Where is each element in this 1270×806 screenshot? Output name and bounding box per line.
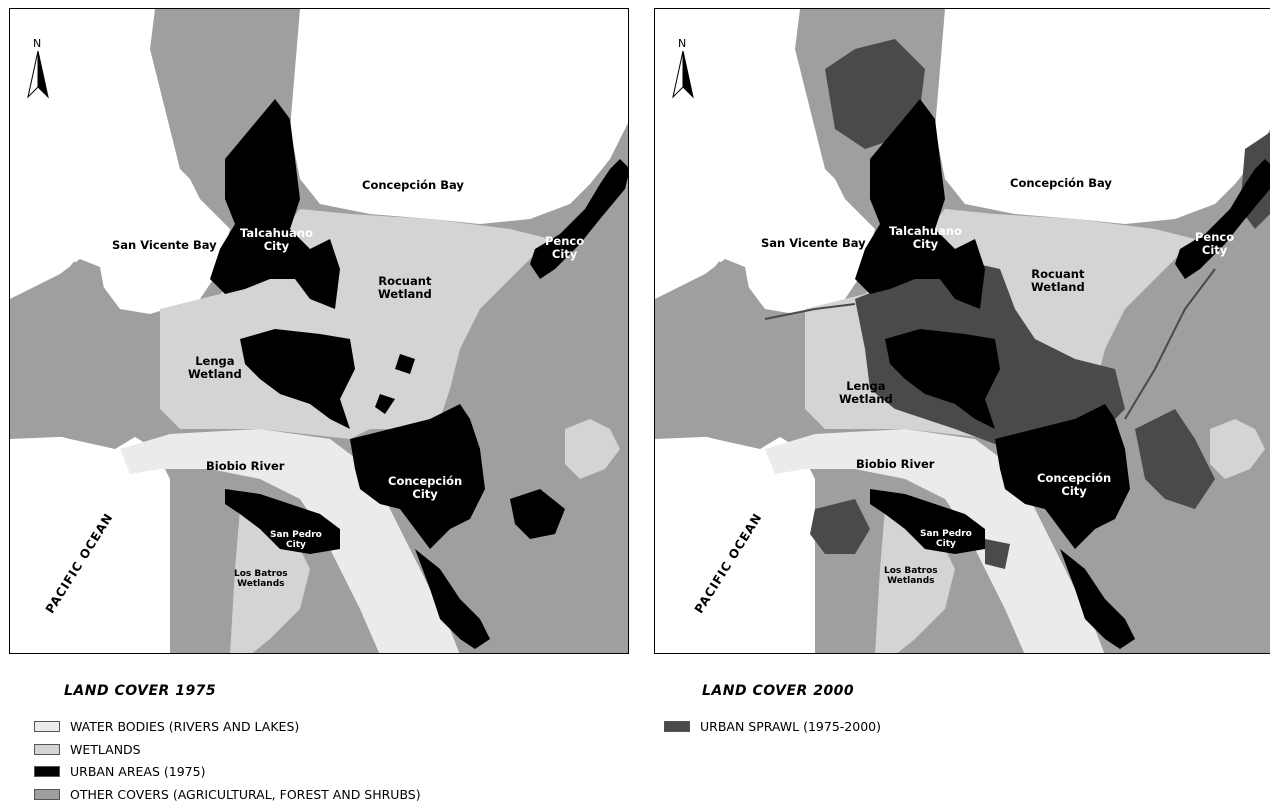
legend-label-urban: URBAN AREAS (1975) [70,763,206,779]
legend-label-water: WATER BODIES (RIVERS AND LAKES) [70,718,300,734]
legend-1975-title: LAND COVER 1975 [64,683,217,699]
urban-sprawl-north [825,39,925,149]
map-1975-canvas [10,9,628,653]
urban-san-pedro [870,489,985,554]
label-talcahuano-city: Talcahuano City [240,226,313,253]
urban-swatch-icon [34,765,60,777]
north-label: N [33,37,42,50]
map-1975: N Concepción Bay San Vicente Bay Talcahu… [9,8,629,654]
label-rocuant-wetland: Rocuant Wetland [1031,267,1085,294]
urban-sprawl-sanpedro [810,499,1010,569]
peninsula-west [655,259,805,449]
north-arrow-icon: N [671,37,701,99]
peninsula-west [10,259,160,449]
label-san-pedro-city: San Pedro City [270,530,322,550]
label-penco-city: Penco City [545,234,585,261]
label-concepcion-bay: Concepción Bay [362,178,464,192]
legend-item-urban: URBAN AREAS (1975) [34,763,205,779]
legend-item-other: OTHER COVERS (AGRICULTURAL, FOREST AND S… [34,786,421,802]
legend-item-wetlands: WETLANDS [34,741,141,757]
concepcion-bay [290,9,628,224]
label-biobio-river: Biobio River [206,459,285,473]
label-concepcion-bay: Concepción Bay [1010,176,1112,190]
label-san-pedro-city: San Pedro City [920,529,972,549]
sprawl-road-line-east [1124,268,1216,420]
concepcion-bay [935,9,1270,224]
east-land [1125,131,1270,653]
label-lenga-wetland: Lenga Wetland [839,379,893,406]
urban-penco [530,159,628,279]
urban-talcahuano [210,99,340,309]
other-swatch-icon [34,788,60,800]
san-vicente-bay [10,9,230,314]
urban-south-strip [415,549,490,649]
legend-2000-title: LAND COVER 2000 [702,683,855,699]
urban-central [240,329,355,429]
north-arrow-shape [27,50,49,99]
urban-penco [1175,159,1270,279]
urban-sprawl-east [1135,132,1270,509]
urban-east-bits [375,354,565,539]
label-rocuant-wetland: Rocuant Wetland [378,274,432,301]
legend-label-other: OTHER COVERS (AGRICULTURAL, FOREST AND S… [70,786,421,802]
urban-central [885,329,1000,429]
label-lenga-wetland: Lenga Wetland [188,354,242,381]
label-biobio-river: Biobio River [856,457,935,471]
label-san-vicente-bay: San Vicente Bay [761,236,866,250]
north-label: N [678,37,687,50]
east-wetland [565,419,620,479]
north-arrow-shape [672,50,694,99]
label-talcahuano-city: Talcahuano City [889,224,962,251]
legend-label-wetlands: WETLANDS [70,741,141,757]
legend-item-sprawl: URBAN SPRAWL (1975-2000) [664,718,881,734]
label-concepcion-city: Concepción City [388,474,463,501]
legend-item-water: WATER BODIES (RIVERS AND LAKES) [34,718,299,734]
urban-south-strip [1060,549,1135,649]
label-los-batros-wetlands: Los Batros Wetlands [884,566,938,586]
urban-talcahuano [855,99,985,309]
east-wetland [1210,419,1265,479]
sprawl-swatch-icon [664,720,690,732]
wetlands-swatch-icon [34,743,60,755]
water-swatch-icon [34,720,60,732]
urban-san-pedro [225,489,340,554]
san-vicente-bay [655,9,875,314]
urban-concepcion [350,404,485,549]
map-2000: N Concepción Bay San Vicente Bay Talcahu… [654,8,1270,654]
north-arrow-icon: N [26,37,56,99]
label-concepcion-city: Concepción City [1037,471,1112,498]
legend-label-sprawl: URBAN SPRAWL (1975-2000) [700,718,881,734]
map-2000-canvas [655,9,1270,653]
label-penco-city: Penco City [1195,230,1235,257]
label-los-batros-wetlands: Los Batros Wetlands [234,569,288,589]
sprawl-road-line [764,303,856,320]
urban-concepcion [995,404,1130,549]
label-san-vicente-bay: San Vicente Bay [112,238,217,252]
